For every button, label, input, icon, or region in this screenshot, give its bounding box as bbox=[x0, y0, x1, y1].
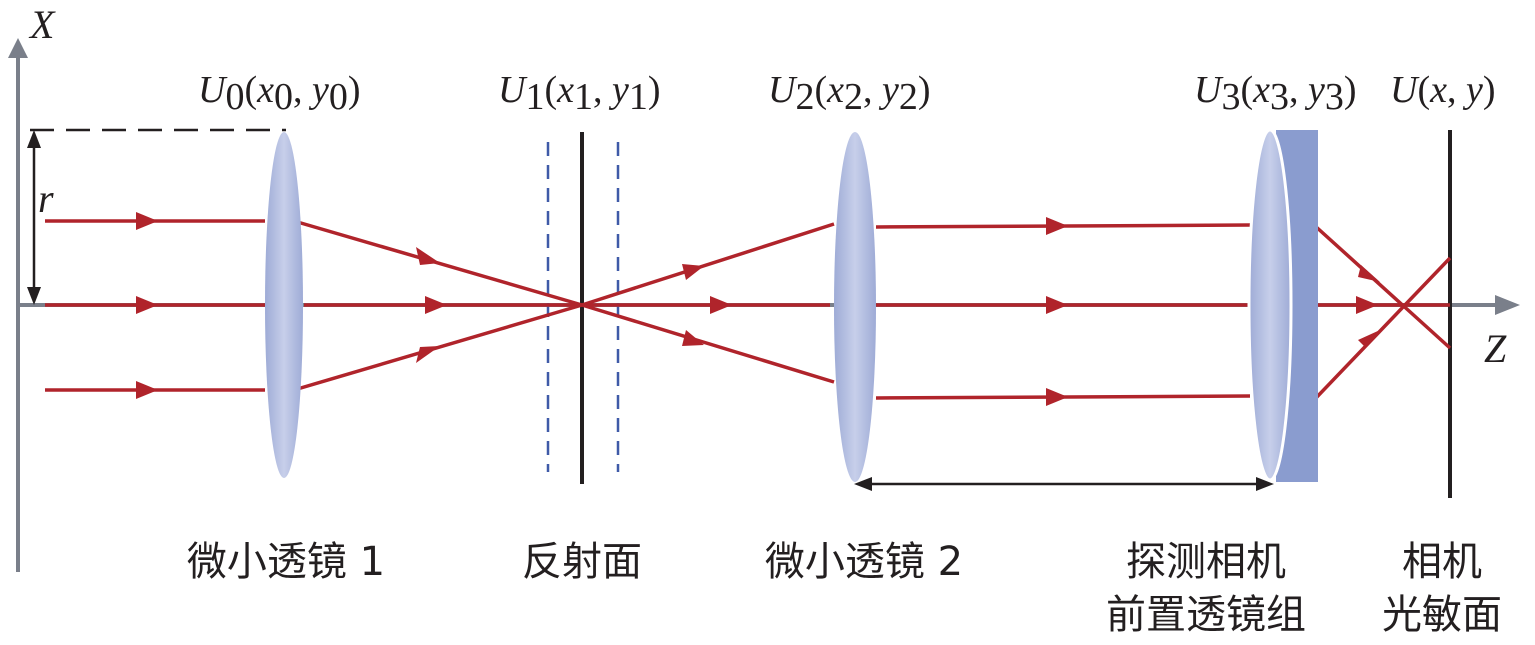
caption-mirror: 反射面 bbox=[522, 539, 642, 585]
front-lens-group bbox=[1247, 128, 1318, 482]
z-axis-label: Z bbox=[1484, 326, 1507, 371]
radius-label: r bbox=[38, 176, 54, 221]
lens-1 bbox=[265, 132, 303, 478]
caption-sensor-line2: 光敏面 bbox=[1382, 592, 1502, 638]
ray-arrowheads bbox=[136, 212, 1380, 406]
x-axis: X bbox=[8, 2, 56, 572]
rays bbox=[45, 219, 1452, 402]
x-axis-arrowhead-icon bbox=[8, 38, 28, 58]
caption-front-lens-line2: 前置透镜组 bbox=[1106, 592, 1306, 638]
lens-2 bbox=[834, 132, 876, 482]
caption-sensor-line1: 相机 bbox=[1402, 539, 1482, 585]
plane-label-u: U(x, y) bbox=[1390, 69, 1496, 111]
aperture-radius-indicator: r bbox=[27, 128, 286, 305]
z-axis-arrowhead-icon bbox=[1495, 295, 1520, 315]
plane-label-u0: U0(x0, y0) bbox=[198, 69, 361, 118]
caption-lens-2: 微小透镜 2 bbox=[765, 539, 963, 585]
plane-label-u1: U1(x1, y1) bbox=[498, 69, 661, 118]
x-axis-label: X bbox=[28, 2, 56, 47]
caption-front-lens-line1: 探测相机 bbox=[1126, 539, 1286, 585]
caption-lens-1: 微小透镜 1 bbox=[187, 539, 385, 585]
distance-indicator bbox=[854, 477, 1274, 491]
plane-label-u3: U3(x3, y3) bbox=[1194, 69, 1357, 118]
plane-label-u2: U2(x2, y2) bbox=[768, 69, 931, 118]
